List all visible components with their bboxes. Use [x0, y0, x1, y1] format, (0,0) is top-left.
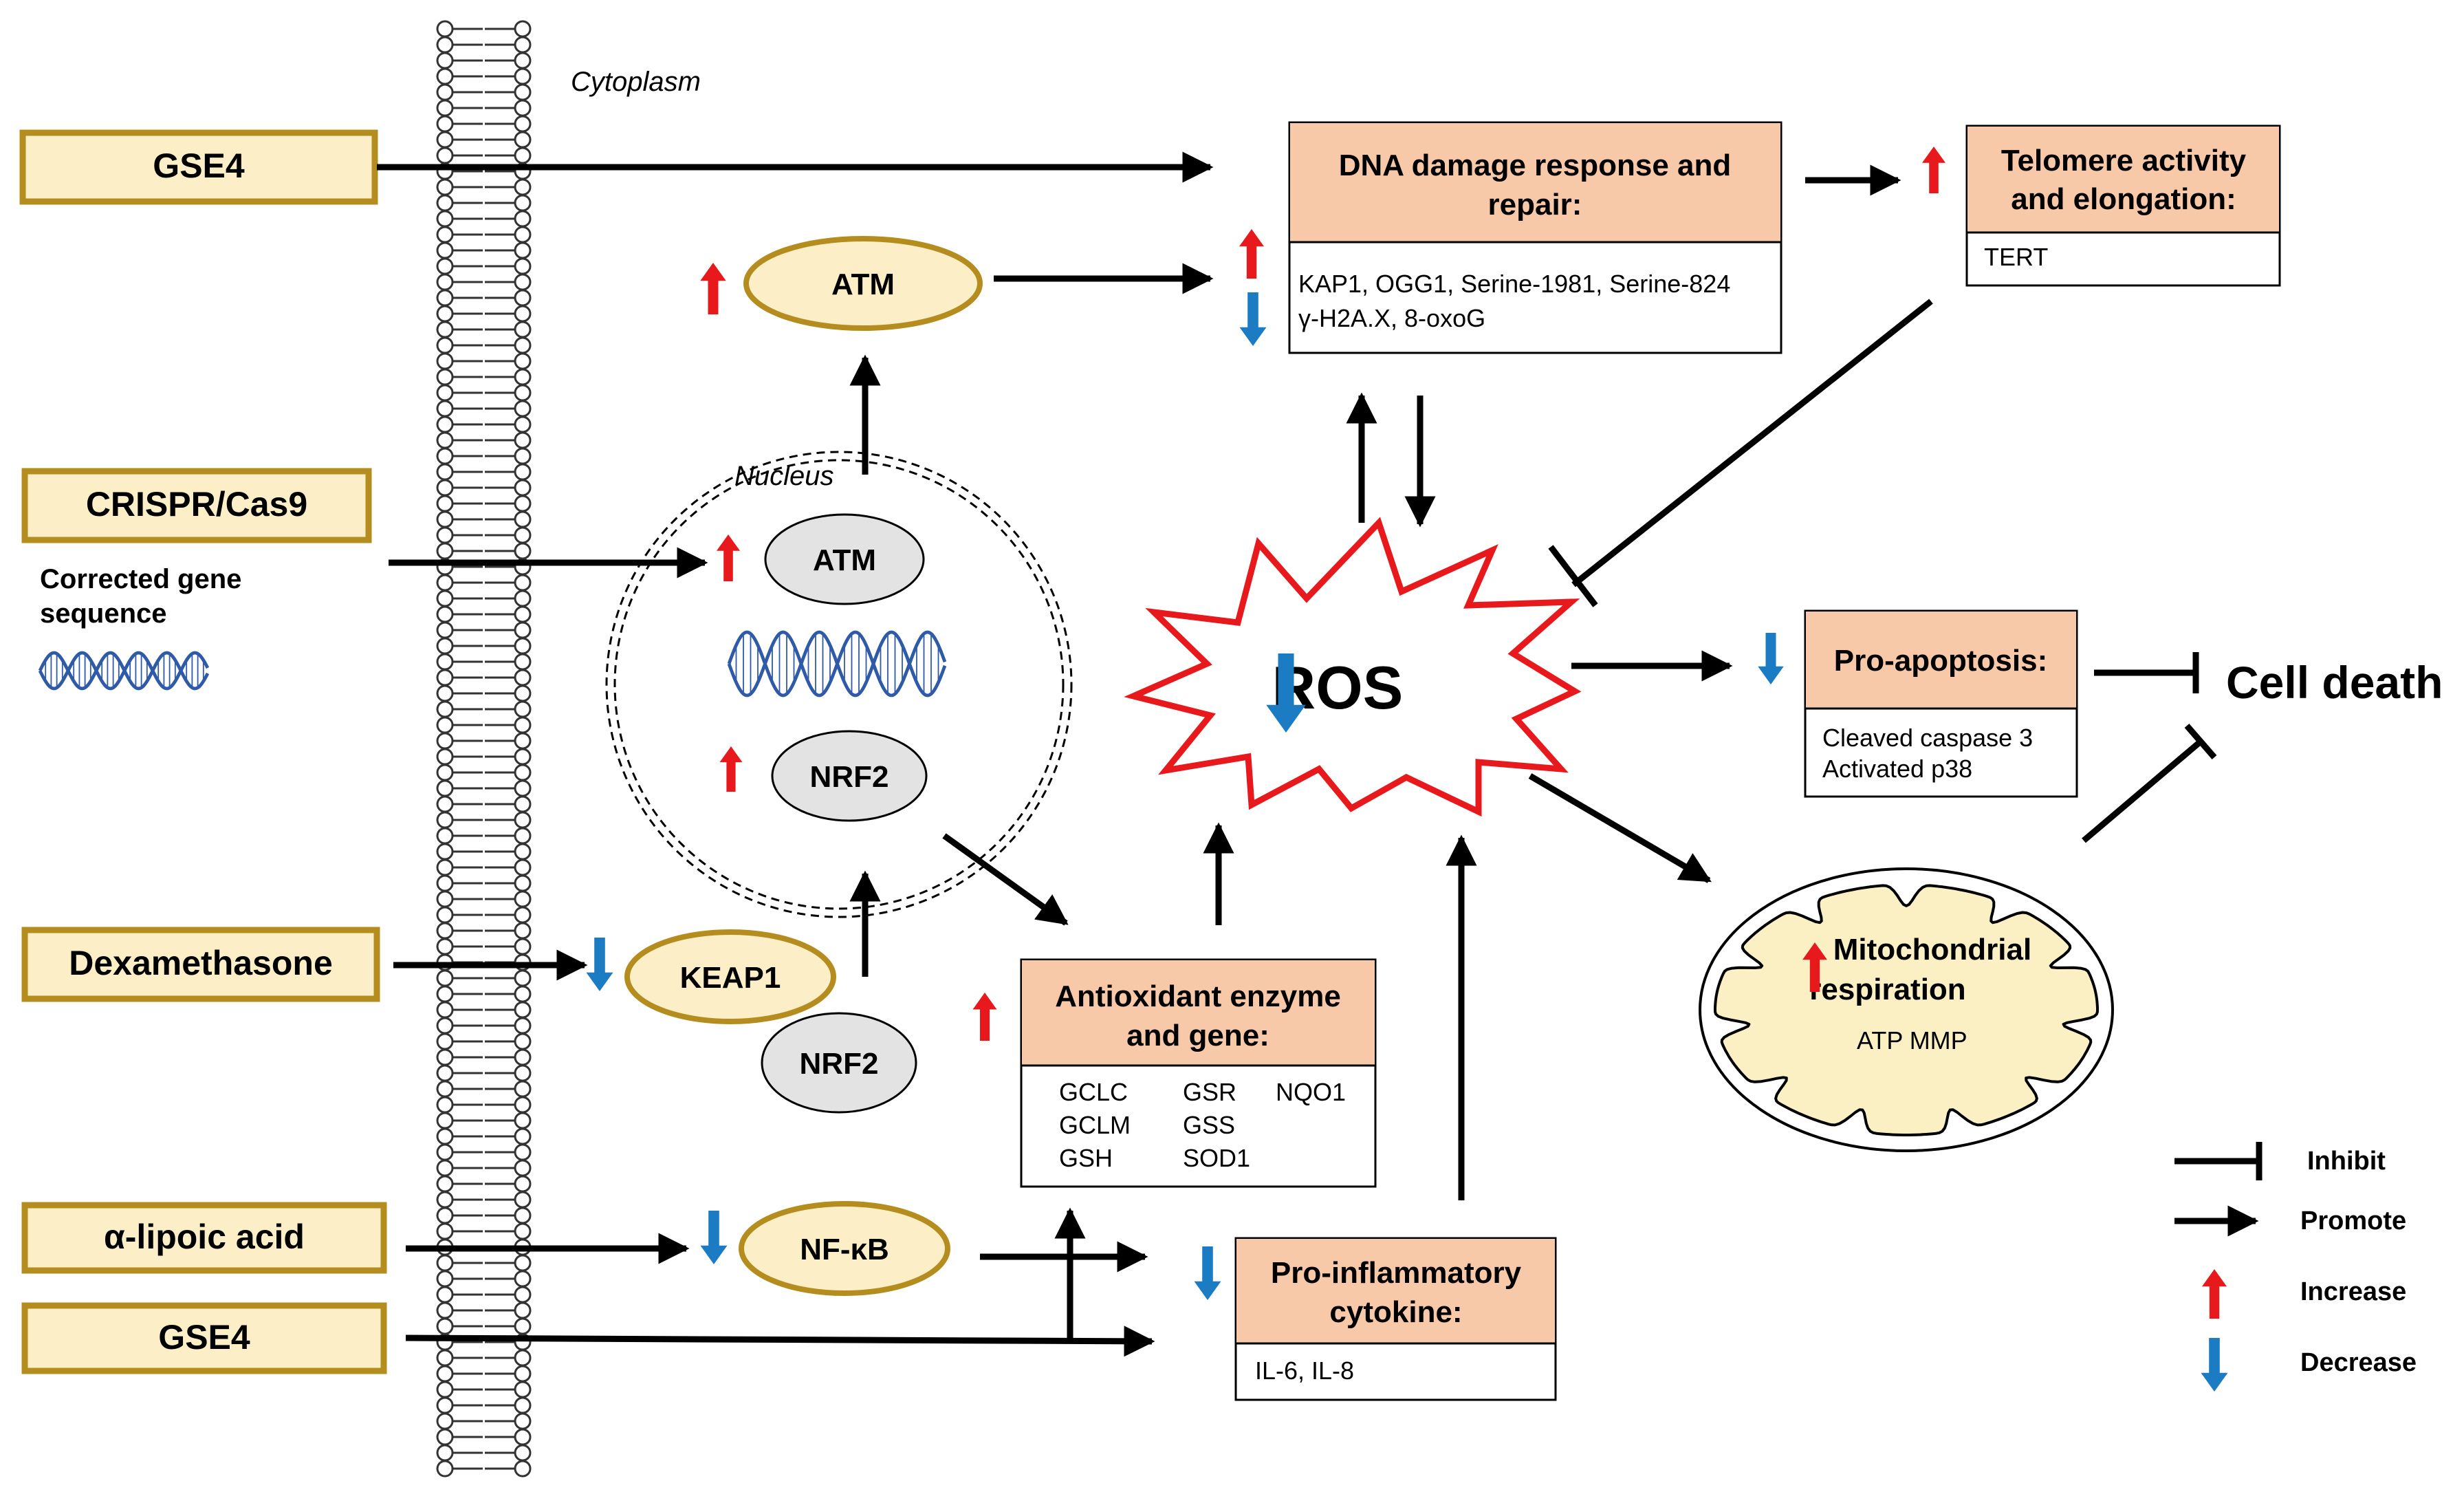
- atm-cytoplasm-node[interactable]: ATM: [743, 236, 983, 331]
- arrow-nrf2-to-antioxidant: [942, 833, 1069, 926]
- telomere-title-1: Telomere activity: [2001, 144, 2247, 177]
- inhibit-lines: [1548, 299, 2217, 843]
- nucleus: Nucleus: [605, 451, 1073, 918]
- dna-damage-line-2: γ-H2A.X, 8-oxoG: [1298, 304, 1485, 332]
- pro-inflammatory-box[interactable]: Pro-inflammatory cytokine: IL-6, IL-8: [1234, 1237, 1557, 1401]
- corrected-gene-label-2: sequence: [40, 598, 167, 629]
- arrow-gse4-to-inflammatory: [405, 1326, 1155, 1357]
- alpha-lipoic-acid-box[interactable]: α-lipoic acid: [21, 1202, 387, 1274]
- promote-arrows: [377, 151, 1901, 1357]
- antioxidant-gene: GSR: [1183, 1078, 1236, 1106]
- nfkb-node[interactable]: NF-κB: [739, 1201, 950, 1296]
- dexamethasone-label: Dexamethasone: [69, 944, 333, 982]
- gse4-bottom-label: GSE4: [158, 1318, 250, 1356]
- pro-apoptosis-title: Pro-apoptosis:: [1834, 644, 2047, 678]
- pro-inflammatory-title-2: cytokine:: [1329, 1295, 1462, 1329]
- nrf2-cytoplasm-label: NRF2: [800, 1047, 879, 1081]
- pro-apoptosis-box[interactable]: Pro-apoptosis: Cleaved caspase 3 Activat…: [1804, 609, 2078, 798]
- inhibit-telomere-to-ros: [1571, 299, 1933, 587]
- arrow-ros-to-mitochondria: [1528, 773, 1712, 883]
- inhibit-bar: [1548, 545, 1598, 607]
- gse4-top-label: GSE4: [153, 147, 245, 185]
- antioxidant-gene: GCLM: [1059, 1111, 1131, 1139]
- antioxidant-gene: GCLC: [1059, 1078, 1128, 1106]
- mitochondrion[interactable]: Mitochondrial respiration ATP MMP: [1699, 867, 2114, 1152]
- pro-inflammatory-title-1: Pro-inflammatory: [1271, 1256, 1522, 1290]
- antioxidant-gene: GSS: [1183, 1111, 1235, 1139]
- cytoplasm-label: Cytoplasm: [571, 67, 701, 97]
- ros-burst[interactable]: ROS: [1124, 517, 1582, 817]
- pro-apoptosis-line-1: Cleaved caspase 3: [1822, 724, 2033, 752]
- nfkb-label: NF-κB: [800, 1233, 889, 1266]
- pro-inflammatory-line-1: IL-6, IL-8: [1255, 1356, 1354, 1385]
- antioxidant-box[interactable]: Antioxidant enzyme and gene: GCLC GCLM G…: [1020, 958, 1377, 1188]
- pro-apoptosis-line-2: Activated p38: [1822, 755, 1972, 783]
- mitochondrial-cristae: [1714, 884, 2099, 1136]
- gse4-top-box[interactable]: GSE4: [19, 129, 378, 205]
- telomere-box[interactable]: Telomere activity and elongation: TERT: [1965, 125, 2281, 287]
- nuclear-dna-icon: [727, 630, 947, 698]
- dna-damage-box[interactable]: DNA damage response and repair: KAP1, OG…: [1288, 121, 1782, 354]
- legend-promote-label: Promote: [2300, 1207, 2406, 1235]
- dna-damage-title-2: repair:: [1488, 188, 1582, 221]
- increase-arrow-icon: [972, 993, 997, 1041]
- atm-cytoplasm-label: ATM: [831, 268, 895, 301]
- increase-arrow-icon: [700, 263, 726, 314]
- dna-damage-title-1: DNA damage response and: [1339, 149, 1732, 182]
- decrease-arrow-icon: [586, 938, 613, 991]
- mito-title-1: Mitochondrial: [1833, 933, 2031, 966]
- legend-increase-icon: [2202, 1269, 2227, 1319]
- increase-arrow-icon: [717, 534, 740, 581]
- mito-line-1: ATP MMP: [1857, 1026, 1967, 1055]
- crispr-label: CRISPR/Cas9: [86, 485, 307, 523]
- antioxidant-gene: SOD1: [1183, 1144, 1250, 1172]
- legend-inhibit-label: Inhibit: [2307, 1147, 2386, 1176]
- dna-damage-line-1: KAP1, OGG1, Serine-1981, Serine-824: [1298, 270, 1730, 298]
- keap1-node[interactable]: KEAP1: [624, 929, 836, 1024]
- antioxidant-title-2: and gene:: [1126, 1019, 1269, 1052]
- antioxidant-gene: NQO1: [1276, 1078, 1346, 1106]
- dexamethasone-box[interactable]: Dexamethasone: [21, 927, 380, 1002]
- antioxidant-title-1: Antioxidant enzyme: [1055, 980, 1341, 1013]
- legend: Inhibit Promote Increase Decrease: [2174, 1142, 2417, 1392]
- legend-decrease-label: Decrease: [2300, 1348, 2417, 1377]
- gse4-bottom-box[interactable]: GSE4: [21, 1302, 387, 1374]
- crispr-box[interactable]: CRISPR/Cas9: [21, 468, 372, 543]
- telomere-title-2: and elongation:: [2011, 182, 2236, 216]
- telomere-line-1: TERT: [1984, 243, 2048, 271]
- dna-helix-icon: [38, 651, 210, 691]
- legend-decrease-icon: [2201, 1338, 2228, 1392]
- mito-title-2: respiration: [1809, 973, 1965, 1006]
- increase-arrow-icon: [1922, 147, 1945, 193]
- atm-nucleus-node[interactable]: ATM: [764, 513, 925, 605]
- inhibit-mitochondria-to-cell-death: [2082, 739, 2203, 843]
- atm-nucleus-label: ATM: [813, 543, 876, 577]
- decrease-arrow-icon: [1758, 633, 1784, 684]
- antioxidant-gene: GSH: [1059, 1144, 1113, 1172]
- nrf2-nucleus-node[interactable]: NRF2: [771, 730, 928, 822]
- legend-increase-label: Increase: [2300, 1277, 2406, 1306]
- decrease-arrow-icon: [1239, 292, 1267, 346]
- alpha-lipoic-acid-label: α-lipoic acid: [104, 1218, 305, 1256]
- nucleus-label: Nucleus: [734, 461, 834, 491]
- increase-arrow-icon: [719, 746, 743, 792]
- nrf2-cytoplasm-node[interactable]: NRF2: [761, 1012, 917, 1114]
- decrease-arrow-icon: [1194, 1246, 1221, 1300]
- keap1-label: KEAP1: [680, 961, 781, 995]
- nrf2-nucleus-label: NRF2: [810, 760, 889, 794]
- corrected-gene-label-1: Corrected gene: [40, 564, 241, 594]
- cell-membrane: [436, 20, 532, 1478]
- inhibit-bar: [2184, 724, 2217, 759]
- decrease-arrow-icon: [700, 1211, 728, 1264]
- increase-arrow-icon: [1239, 229, 1264, 279]
- cell-death-label: Cell death: [2226, 657, 2443, 708]
